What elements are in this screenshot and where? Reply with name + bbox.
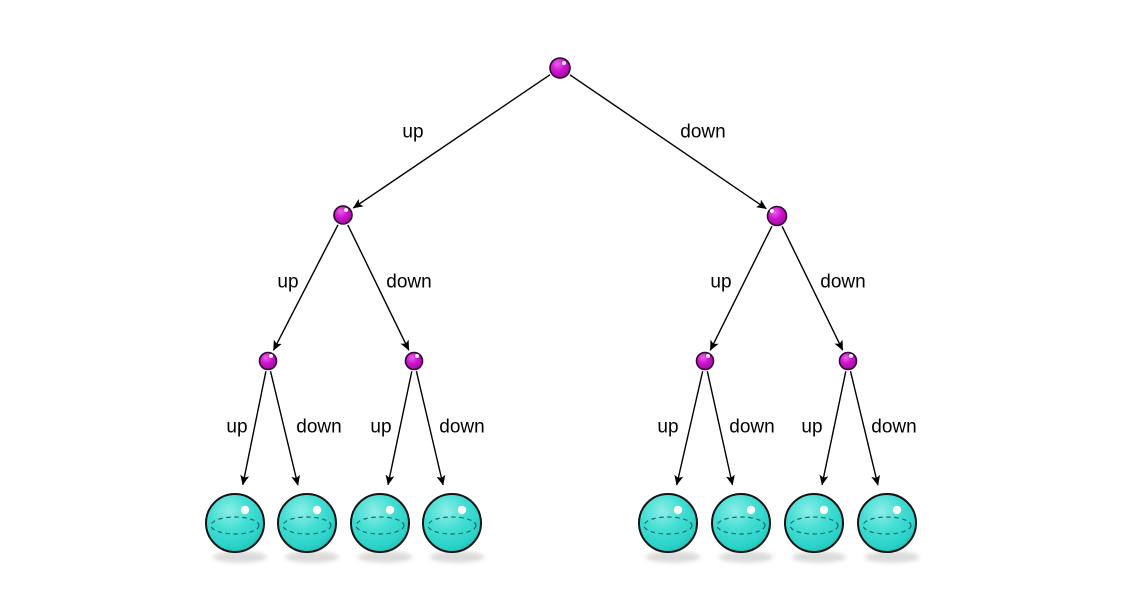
node-highlight — [344, 208, 348, 212]
ball-shadow — [646, 551, 700, 563]
node-circle — [258, 351, 278, 371]
ball-body — [422, 493, 482, 553]
tree-node-down-down — [838, 351, 858, 371]
ball-body — [711, 493, 771, 553]
tree-nodes-layer — [258, 57, 858, 371]
node-highlight — [269, 354, 273, 358]
ball-equator-dashes — [789, 516, 839, 535]
ball-highlight — [746, 505, 756, 515]
outcome-ball-4 — [422, 493, 484, 563]
tree-node-down — [766, 205, 788, 227]
edge-label: down — [680, 122, 725, 143]
node-highlight — [706, 354, 710, 358]
edge-label: down — [296, 417, 341, 438]
ball-equator-dashes — [862, 516, 912, 535]
edge-line-down-down-ball-8 — [849, 371, 881, 486]
ball-highlight — [457, 505, 467, 515]
ball-highlight — [673, 505, 683, 515]
edge-label: up — [402, 122, 423, 143]
tree-node-root — [549, 57, 571, 79]
ball-body — [857, 493, 917, 553]
ball-body — [784, 493, 844, 553]
ball-shadow — [719, 551, 773, 563]
outcome-balls-layer — [205, 493, 919, 563]
ball-highlight — [240, 505, 250, 515]
ball-body — [638, 493, 698, 553]
outcome-ball-8 — [857, 493, 919, 563]
tree-node-up-down — [404, 351, 424, 371]
ball-equator-dashes — [210, 516, 260, 535]
outcome-ball-6 — [711, 493, 773, 563]
edges-layer — [240, 74, 881, 486]
ball-highlight — [385, 505, 395, 515]
node-circle — [766, 205, 788, 227]
edge-label: up — [710, 272, 731, 293]
node-circle — [333, 205, 353, 225]
outcome-ball-1 — [205, 493, 267, 563]
edge-line-down-down-up — [709, 225, 773, 351]
edge-label: up — [226, 417, 247, 438]
edge-label: up — [657, 417, 678, 438]
edge-labels-layer: up down up down up down up down up down up down up do… — [226, 122, 916, 438]
edge-label: down — [871, 417, 916, 438]
ball-equator-dashes — [643, 516, 693, 535]
tree-node-up-up — [258, 351, 278, 371]
ball-equator-dashes — [716, 516, 766, 535]
ball-body — [350, 493, 410, 553]
edge-line-up-up-up — [272, 224, 339, 351]
ball-shadow — [285, 551, 339, 563]
node-highlight — [849, 354, 853, 358]
outcome-ball-7 — [784, 493, 846, 563]
outcome-ball-3 — [350, 493, 412, 563]
edge-label: down — [729, 417, 774, 438]
tree-node-up — [333, 205, 353, 225]
ball-shadow — [430, 551, 484, 563]
node-highlight — [562, 61, 566, 65]
ball-equator-dashes — [427, 516, 477, 535]
ball-body — [277, 493, 337, 553]
edge-line-down-down-down — [781, 225, 844, 351]
ball-equator-dashes — [282, 516, 332, 535]
node-circle — [695, 351, 715, 371]
node-circle — [838, 351, 858, 371]
edge-line-down-down-ball-7 — [819, 371, 847, 486]
edge-label: down — [439, 417, 484, 438]
edge-line-down-up-ball-6 — [706, 371, 735, 486]
ball-shadow — [865, 551, 919, 563]
edge-label: down — [386, 272, 431, 293]
node-circle — [404, 351, 424, 371]
ball-shadow — [358, 551, 412, 563]
edge-label: up — [370, 417, 391, 438]
edge-label: up — [277, 272, 298, 293]
edge-line-root-down — [569, 74, 767, 210]
edge-line-up-down-ball-3 — [385, 371, 413, 486]
node-highlight — [415, 354, 419, 358]
edge-line-up-up-ball-1 — [240, 371, 267, 486]
edge-label: down — [820, 272, 865, 293]
node-highlight — [770, 209, 774, 213]
edge-label: up — [801, 417, 822, 438]
ball-highlight — [892, 505, 902, 515]
ball-highlight — [312, 505, 322, 515]
edge-line-up-up-ball-2 — [269, 371, 301, 486]
edge-line-root-up — [352, 74, 551, 209]
ball-shadow — [792, 551, 846, 563]
ball-shadow — [213, 551, 267, 563]
tree-node-down-up — [695, 351, 715, 371]
edge-line-up-up-down — [347, 224, 410, 351]
ball-body — [205, 493, 265, 553]
ball-highlight — [819, 505, 829, 515]
outcome-ball-2 — [277, 493, 339, 563]
edge-line-down-up-ball-5 — [674, 371, 704, 486]
edge-line-up-down-ball-4 — [415, 371, 446, 486]
ball-equator-dashes — [355, 516, 405, 535]
node-circle — [549, 57, 571, 79]
outcome-ball-5 — [638, 493, 700, 563]
